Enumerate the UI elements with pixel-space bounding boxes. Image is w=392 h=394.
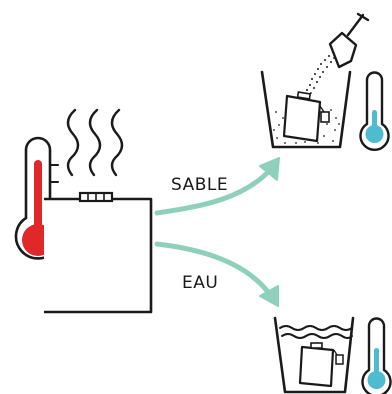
cold-thermometer-icon	[361, 73, 389, 150]
water-thermometer-icon	[363, 319, 391, 394]
water-label: EAU	[182, 273, 218, 293]
sand-container-icon	[262, 72, 350, 147]
sand-label: SABLE	[171, 175, 228, 195]
heat-waves-icon	[68, 110, 122, 175]
hot-box-icon	[44, 193, 151, 312]
shovel-icon	[306, 14, 368, 94]
water-container-icon	[275, 318, 353, 392]
